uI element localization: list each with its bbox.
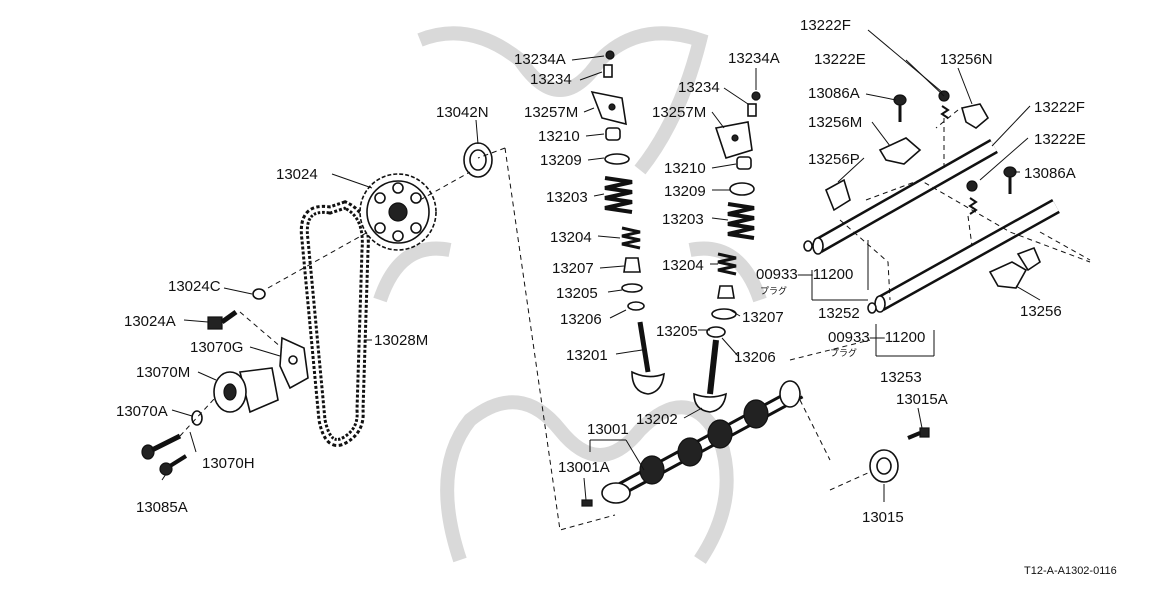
- label-13257M-left: 13257M: [524, 104, 578, 121]
- label-13086A-top: 13086A: [808, 85, 860, 102]
- washer-13024C: [252, 288, 266, 300]
- label-13085A: 13085A: [136, 499, 188, 516]
- label-13206-left: 13206: [560, 311, 602, 328]
- label-13204-right: 13204: [662, 257, 704, 274]
- label-13234-right: 13234: [678, 79, 720, 96]
- label-13070H: 13070H: [202, 455, 255, 472]
- label-13234-left: 13234: [530, 71, 572, 88]
- label-13222F-right: 13222F: [1034, 99, 1085, 116]
- valve-train-intake: [590, 50, 665, 395]
- label-13201: 13201: [566, 347, 608, 364]
- label-plug-sub-a: プラグ: [760, 285, 787, 297]
- label-13024A: 13024A: [124, 313, 176, 330]
- label-13070A: 13070A: [116, 403, 168, 420]
- valve-spring-13203-l: [604, 176, 633, 214]
- label-13209-right: 13209: [664, 183, 706, 200]
- label-13202: 13202: [636, 411, 678, 428]
- label-13207-left: 13207: [552, 260, 594, 277]
- label-13210-left: 13210: [538, 128, 580, 145]
- label-13015: 13015: [862, 509, 904, 526]
- label-13257M-right: 13257M: [652, 104, 706, 121]
- diagram-reference-code: T12-A-A1302-0116: [1024, 565, 1117, 577]
- rocker-arm-13256N: [960, 103, 990, 129]
- valve-13201: [631, 321, 665, 395]
- label-13203-left: 13203: [546, 189, 588, 206]
- label-13070M: 13070M: [136, 364, 190, 381]
- label-13070G: 13070G: [190, 339, 243, 356]
- label-13001A: 13001A: [558, 459, 610, 476]
- rocker-shaft-13252: [803, 139, 998, 255]
- label-13256P: 13256P: [808, 151, 860, 168]
- label-13206-right: 13206: [734, 349, 776, 366]
- oil-seal-13042N: [463, 142, 493, 178]
- leader-lines: [161, 29, 1041, 502]
- cam-pulley-13024: [359, 173, 437, 251]
- label-13256M: 13256M: [808, 114, 862, 131]
- label-13205-left: 13205: [556, 285, 598, 302]
- rocker-arm-13256: [988, 261, 1028, 289]
- part-labels: 13234A 13234 13257M 13210 13209 13203 13…: [116, 17, 1117, 577]
- label-13222E-top: 13222E: [814, 51, 866, 68]
- label-13015A: 13015A: [896, 391, 948, 408]
- label-13222F-top: 13222F: [800, 17, 851, 34]
- bolt-13070H: [141, 433, 182, 460]
- label-13028M: 13028M: [374, 332, 428, 349]
- timing-belt-group: [141, 142, 493, 476]
- label-13234A-left: 13234A: [514, 51, 566, 68]
- label-13001: 13001: [587, 421, 629, 438]
- rocker-arm-13256P: [824, 178, 851, 212]
- label-13209-left: 13209: [540, 152, 582, 169]
- valve-13202: [693, 339, 727, 413]
- label-13024: 13024: [276, 166, 318, 183]
- bolt-13085A: [159, 454, 188, 476]
- label-13210-right: 13210: [664, 160, 706, 177]
- label-13207-right: 13207: [742, 309, 784, 326]
- rocker-arm-13256M: [878, 137, 922, 165]
- label-13086A-right: 13086A: [1024, 165, 1076, 182]
- camshaft-13001: [581, 380, 804, 507]
- label-13222E-right: 13222E: [1034, 131, 1086, 148]
- bolt-13015A: [907, 427, 930, 440]
- label-13256N: 13256N: [940, 51, 993, 68]
- valve-train-exhaust: [693, 91, 761, 413]
- seal-13015: [869, 449, 899, 483]
- label-plug-sub-b: プラグ: [830, 347, 857, 359]
- label-13205-right: 13205: [656, 323, 698, 340]
- tensioner-pulley-13070M: [213, 367, 279, 414]
- bolt-13024A: [207, 309, 238, 330]
- label-13253: 13253: [880, 369, 922, 386]
- label-13234A-right: 13234A: [728, 50, 780, 67]
- label-13256: 13256: [1020, 303, 1062, 320]
- label-13203-right: 13203: [662, 211, 704, 228]
- label-13042N: 13042N: [436, 104, 489, 121]
- label-13204-left: 13204: [550, 229, 592, 246]
- watermark-emblem: [373, 26, 767, 564]
- label-13252: 13252: [818, 305, 860, 322]
- valve-spring-13204-l: [621, 226, 641, 250]
- label-13024C: 13024C: [168, 278, 221, 295]
- label-plug-00933-11200-b: 00933—11200: [828, 329, 925, 346]
- label-plug-00933-11200-a: 00933—11200: [756, 266, 853, 283]
- rocker-shaft-13253: [867, 199, 1060, 314]
